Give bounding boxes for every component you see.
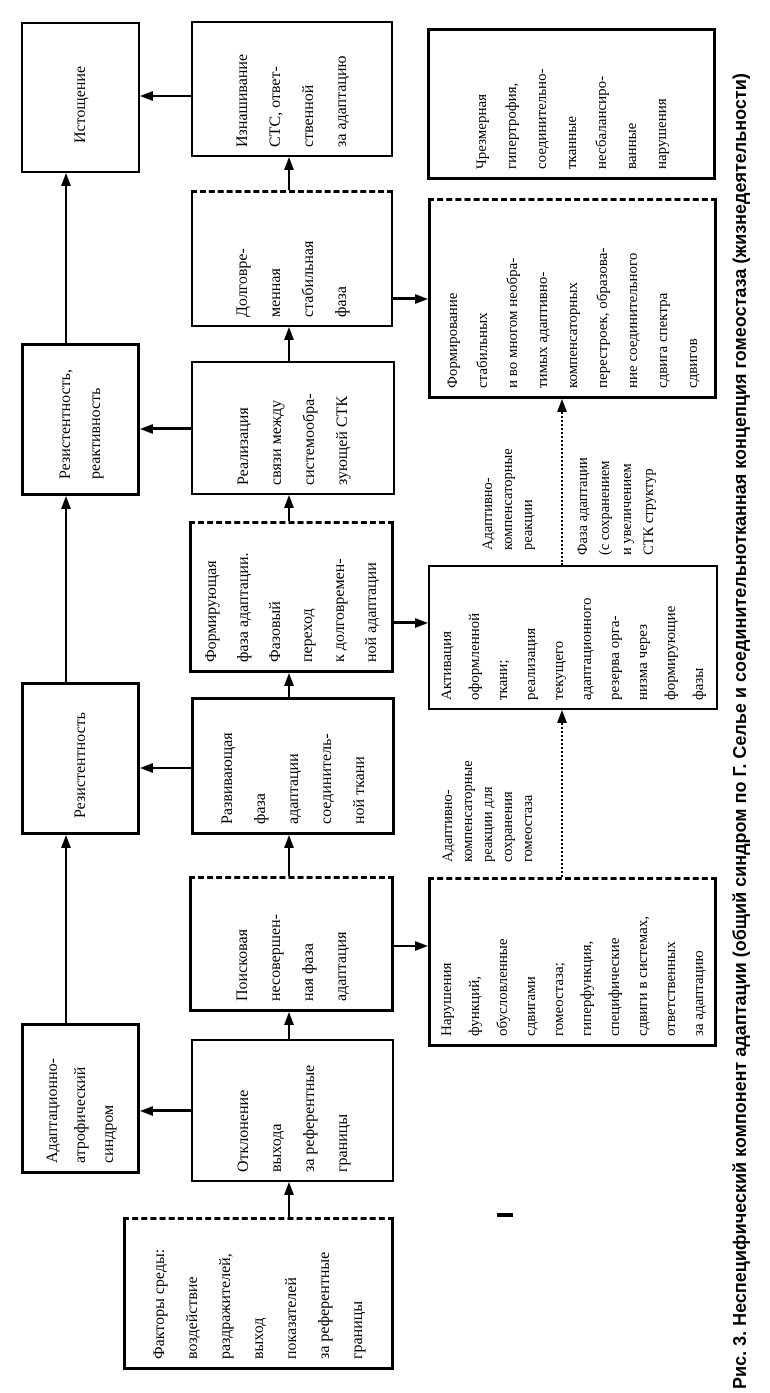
arrow-forming-to-realization-line [288, 506, 290, 521]
node-realization-link: Реализация связи между системообра- зующ… [191, 361, 395, 495]
arrow-search-to-developing-line [288, 846, 290, 876]
arrow-developing-to-resistance-line [150, 767, 191, 769]
arrow-activation-to-formation-line [561, 412, 563, 565]
node-search-phase-label: Поисковая несовершен- ная фаза адаптация [233, 913, 350, 1001]
label-adaptation-phase-stk: Фаза адаптации (с сохранением и увеличен… [575, 457, 657, 555]
arrow-realization-to-longterm-head [284, 327, 294, 340]
node-environment-factors-label: Факторы среды: воздействие раздражителей… [151, 1248, 366, 1359]
node-long-term-stable-phase-label: Долговре- менная стабильная фаза [234, 240, 350, 317]
arrow-realization-to-resreact-line [152, 427, 191, 430]
node-resistance-reactivity-label: Резистентность, реактивность [56, 369, 104, 479]
node-realization-link-label: Реализация связи между системообра- зующ… [235, 393, 351, 485]
node-long-term-stable-phase: Долговре- менная стабильная фаза [191, 190, 393, 327]
node-function-disturbances: Нарушения функций, обусловленные сдвигам… [428, 877, 717, 1047]
arrow-search-to-developing-head [284, 835, 294, 848]
arrow-search-to-disturbances-head [415, 941, 428, 951]
arrow-wear-to-exhaustion-head [140, 91, 153, 101]
arrow-developing-to-resistance-head [140, 763, 153, 773]
node-forming-phase-label: Формирующая фаза адаптации. Фазовый пере… [202, 552, 380, 662]
arrow-resreact-to-exhaustion-head [61, 173, 71, 186]
node-wear-of-sts: Изнашивание СТС, ответ- ственной за адап… [191, 21, 393, 157]
node-excessive-hypertrophy: Чрезмерная гипертрофия, соединительно- т… [427, 28, 716, 180]
arrow-deviation-to-syndrome-head [140, 1106, 153, 1116]
arrow-disturbances-to-activation-line [561, 723, 563, 877]
node-resistance: Резистентность [21, 682, 140, 835]
node-exhaustion: Истощение [21, 22, 140, 173]
node-environment-factors: Факторы среды: воздействие раздражителей… [123, 1217, 394, 1370]
node-activation-of-tissue: Активация оформленной ткани; реализация … [428, 565, 718, 710]
scan-artifact-mark [497, 1213, 513, 1217]
arrow-longterm-to-formation-head [415, 294, 428, 304]
arrow-realization-to-resreact-head [140, 424, 153, 434]
label-adaptive-compensatory-reactions: Адаптивно- компенсаторные реакции [480, 448, 536, 550]
arrow-activation-to-formation-head [557, 399, 567, 412]
node-excessive-hypertrophy-label: Чрезмерная гипертрофия, соединительно- т… [473, 68, 670, 169]
arrow-search-to-disturbances-line [394, 945, 416, 947]
arrow-deviation-to-syndrome-line [152, 1109, 191, 1112]
node-forming-phase: Формирующая фаза адаптации. Фазовый пере… [189, 521, 394, 673]
arrow-developing-to-forming-head [284, 673, 294, 686]
arrow-forming-to-activation-head [415, 618, 428, 628]
arrow-longterm-to-wear-line [288, 168, 290, 190]
arrow-resreact-to-exhaustion-line [65, 183, 67, 343]
node-exhaustion-label: Истощение [71, 65, 89, 143]
arrow-factors-to-deviation-head [284, 1182, 294, 1195]
node-function-disturbances-label: Нарушения функций, обусловленные сдвигам… [438, 915, 707, 1036]
arrow-realization-to-longterm-line [288, 338, 290, 361]
arrow-longterm-to-wear-head [284, 157, 294, 170]
node-developing-phase: Развивающая фаза адаптации соединитель- … [191, 697, 395, 835]
arrow-syndrome-to-resistance-line [65, 845, 67, 1023]
node-resistance-label: Резистентность [71, 712, 89, 818]
arrow-wear-to-exhaustion-line [150, 95, 191, 97]
arrow-forming-to-realization-head [284, 495, 294, 508]
node-formation-of-stable: Формирование стабильных и во многом необ… [428, 198, 717, 399]
node-search-phase: Поисковая несовершен- ная фаза адаптация [189, 876, 394, 1012]
node-adaptation-atrophic-syndrome-label: Адаптационно- атрофический синдром [43, 1057, 117, 1163]
arrow-resistance-to-resreact-line [65, 506, 67, 682]
node-formation-of-stable-label: Формирование стабильных и во многом необ… [444, 247, 701, 388]
figure-caption: Рис. 3. Неспецифический компонент адапта… [730, 73, 750, 1389]
label-adaptive-compensatory-homeostasis: Адаптивно- компенсаторные реакции для со… [440, 760, 536, 862]
arrow-deviation-to-search-head [284, 1012, 294, 1025]
node-deviation: Отклонение выхода за референтные границы [191, 1039, 394, 1182]
arrow-factors-to-deviation-line [288, 1193, 290, 1217]
node-deviation-label: Отклонение выхода за референтные границы [234, 1064, 351, 1172]
node-developing-phase-label: Развивающая фаза адаптации соединитель- … [218, 732, 368, 824]
arrow-syndrome-to-resistance-head [61, 835, 71, 848]
node-resistance-reactivity: Резистентность, реактивность [21, 343, 140, 496]
node-wear-of-sts-label: Изнашивание СТС, ответ- ственной за адап… [234, 53, 350, 147]
arrow-resistance-to-resreact-head [61, 496, 71, 509]
arrow-forming-to-activation-line [394, 621, 416, 624]
node-activation-of-tissue-label: Активация оформленной ткани; реализация … [439, 597, 707, 700]
arrow-longterm-to-formation-line [393, 297, 416, 300]
node-adaptation-atrophic-syndrome: Адаптационно- атрофический синдром [21, 1023, 140, 1174]
arrow-deviation-to-search-line [288, 1023, 290, 1039]
arrow-disturbances-to-activation-head [557, 710, 567, 723]
